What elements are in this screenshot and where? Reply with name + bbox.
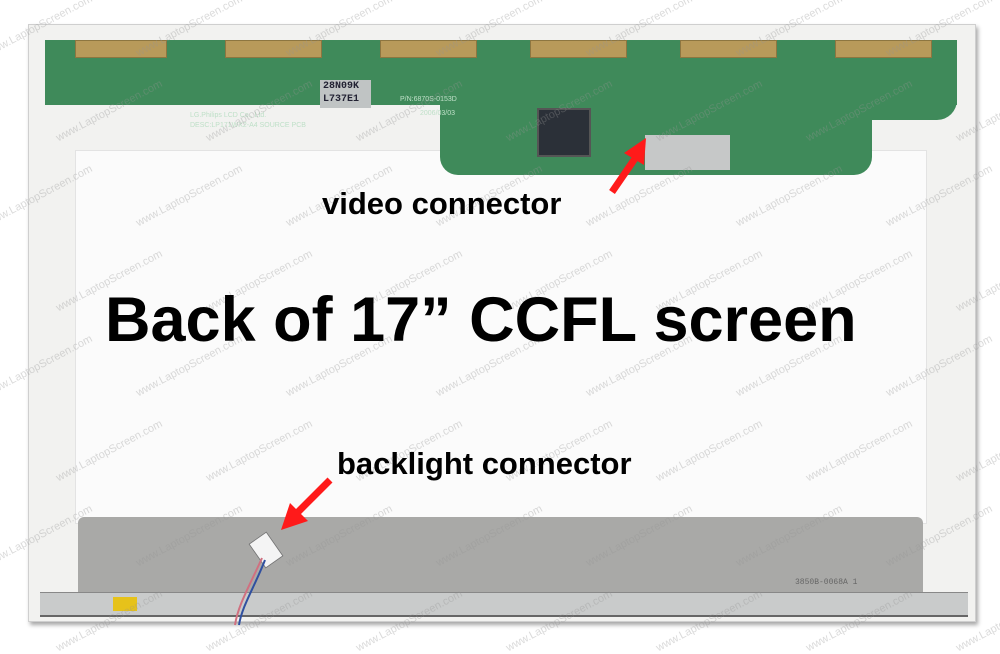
flex-connector [835,40,932,58]
pcb-silkscreen-part-number: P/N:6870S-0153D [400,96,457,103]
flex-connector [225,40,322,58]
pcb-label-line: 28N09K [323,81,360,92]
timing-controller-chip [537,108,591,157]
yellow-tape [113,597,137,611]
pcb-silkscreen-desc: DESC:LP171WX2-A4 SOURCE PCB [190,122,306,129]
source-pcb [45,40,957,105]
image-title: Back of 17” CCFL screen [105,285,857,355]
flex-connector [75,40,167,58]
plate-part-code: 3850B-0068A 1 [795,578,858,587]
pcb-label-line: L737E1 [323,94,360,105]
video-connector-arrow [609,138,646,194]
pcb-silkscreen-maker: LG.Philips LCD Co., Ltd. [190,112,267,119]
ccfl-lamp-bar [40,592,968,617]
flex-connector [680,40,777,58]
backlight-metal-plate [78,517,923,595]
backlight-wire [238,559,266,626]
backlight-wire [234,557,263,626]
flex-connector [380,40,477,58]
video-connector-caption: video connector [322,186,562,221]
panel-back-surface [75,150,927,524]
source-pcb-right-tab [860,100,957,120]
pcb-silkscreen-date: 2006/03/03 [420,110,456,117]
backlight-connector-arrow [281,477,333,530]
backlight-connector-caption: backlight connector [337,446,632,481]
flex-connector [530,40,627,58]
video-connector-socket [645,135,730,170]
pcb-label-sticker: 28N09K L737E1 [320,80,371,108]
